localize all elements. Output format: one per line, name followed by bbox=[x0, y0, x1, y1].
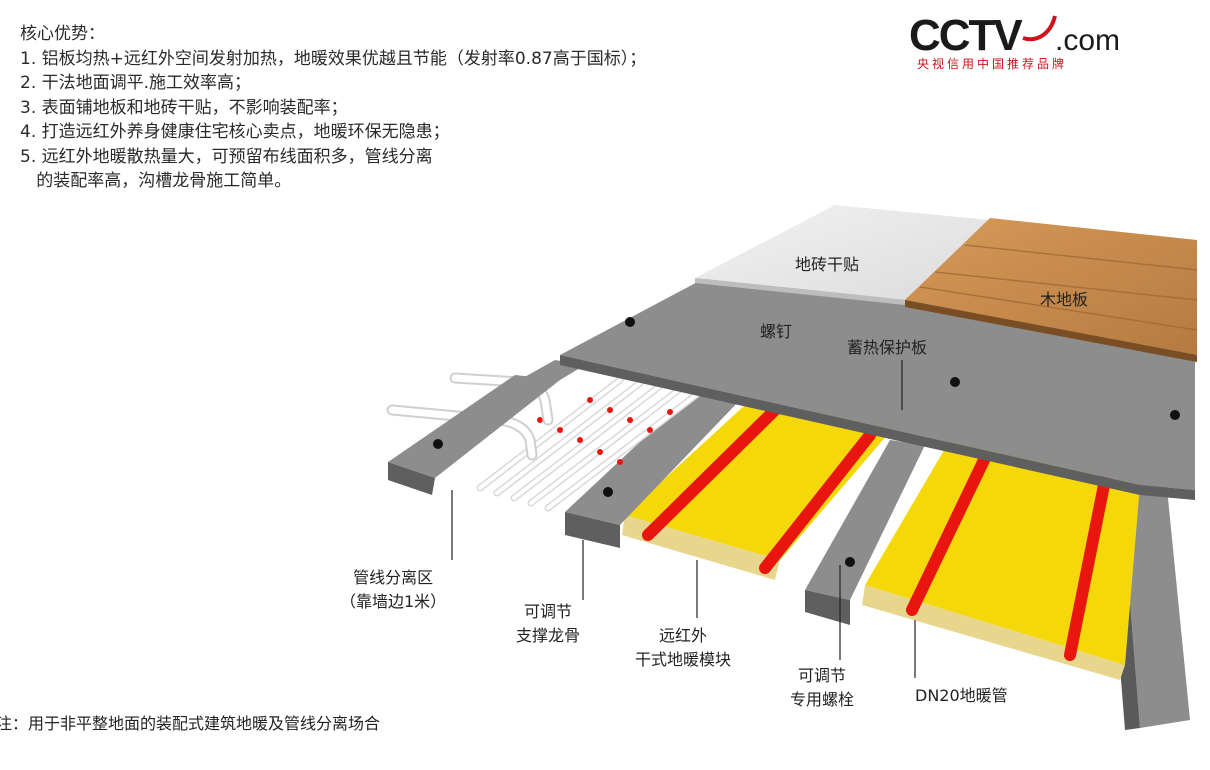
leader-lines bbox=[451, 360, 916, 678]
label-bolt-line1: 可调节 bbox=[798, 666, 847, 685]
label-bolt-line2: 专用螺栓 bbox=[790, 690, 855, 709]
label-screw: 螺钉 bbox=[760, 322, 793, 341]
front-keel bbox=[565, 395, 740, 548]
advantage-item: 1. 铝板均热+远红外空间发射加热，地暖效果优越且节能（发射率0.87高于国标）… bbox=[20, 48, 647, 69]
advantage-item: 的装配率高，沟槽龙骨施工简单。 bbox=[20, 171, 292, 191]
label-wood: 木地板 bbox=[1040, 290, 1089, 309]
logo-suffix: .com bbox=[1055, 24, 1120, 57]
wall-keel bbox=[388, 360, 585, 495]
label-pipe-zone: 管线分离区 （靠墙边1米） bbox=[340, 566, 446, 614]
label-keel-line2: 支撑龙骨 bbox=[516, 626, 581, 645]
cctv-logo: CCTV .com 央视信用中国推荐品牌 bbox=[909, 11, 1120, 71]
advantage-item: 3. 表面铺地板和地砖干贴，不影响装配率； bbox=[20, 97, 348, 118]
label-pipe: DN20地暖管 bbox=[915, 686, 1008, 705]
label-module: 远红外 干式地暖模块 bbox=[635, 624, 731, 672]
logo-slogan: 央视信用中国推荐品牌 bbox=[917, 56, 1067, 71]
heating-module-right bbox=[862, 440, 1140, 680]
label-pipe-zone-line2: （靠墙边1米） bbox=[340, 592, 447, 611]
label-pipe-zone-line1: 管线分离区 bbox=[353, 568, 434, 587]
advantage-item: 2. 干法地面调平.施工效率高； bbox=[20, 73, 252, 93]
pipe-separation-zone bbox=[386, 372, 704, 512]
tile-layer bbox=[695, 205, 990, 305]
label-module-line2: 干式地暖模块 bbox=[635, 650, 732, 669]
heating-module-left bbox=[622, 405, 900, 580]
wood-floor bbox=[905, 218, 1198, 362]
logo-brand: CCTV bbox=[909, 11, 1023, 60]
footnote: 注：用于非平整地面的装配式建筑地暖及管线分离场合 bbox=[0, 714, 381, 733]
advantage-item: 5. 远红外地暖散热量大，可预留布线面积多，管线分离 bbox=[20, 146, 433, 167]
label-tile: 地砖干贴 bbox=[795, 255, 860, 274]
label-bolt: 可调节 专用螺栓 bbox=[790, 664, 854, 712]
label-keel: 可调节 支撑龙骨 bbox=[516, 600, 580, 648]
label-protect-board: 蓄热保护板 bbox=[847, 338, 928, 357]
advantage-item: 4. 打造远红外养身健康住宅核心卖点，地暖环保无隐患； bbox=[20, 122, 450, 142]
advantages-block: 核心优势： 1. 铝板均热+远红外空间发射加热，地暖效果优越且节能（发射率0.8… bbox=[20, 22, 646, 194]
advantages-heading: 核心优势： bbox=[20, 24, 105, 44]
middle-keel bbox=[805, 440, 925, 625]
label-keel-line1: 可调节 bbox=[524, 602, 573, 621]
label-module-line1: 远红外 bbox=[659, 626, 708, 645]
heating-pipe bbox=[642, 404, 1111, 661]
